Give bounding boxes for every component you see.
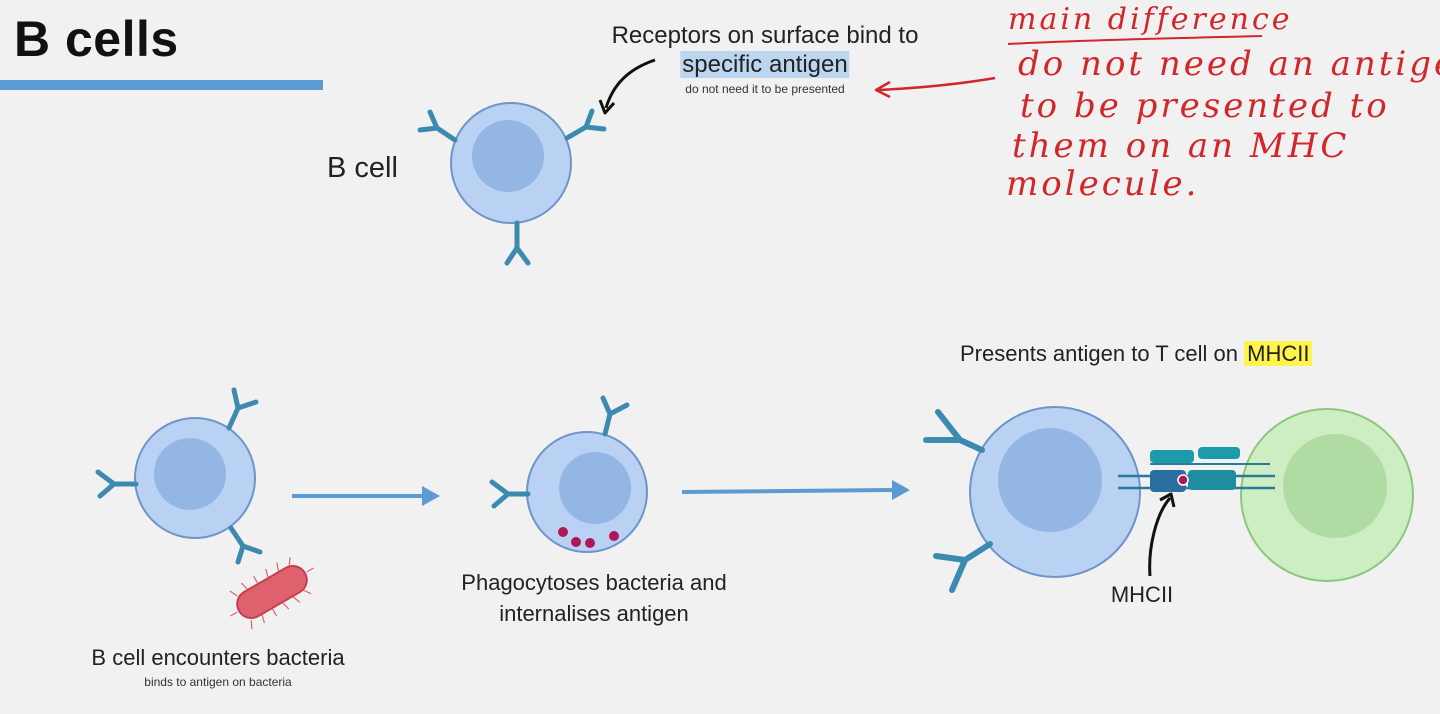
note-line-3: them on an MHC <box>1012 126 1350 166</box>
step1-receptor-bottom <box>228 525 263 565</box>
title-underline <box>0 80 323 90</box>
annotation-arrow <box>877 76 996 92</box>
receptor-text-line1: Receptors on surface bind to <box>611 22 919 49</box>
top-receptor-right <box>564 108 607 141</box>
step2-caption-line2: internalises antigen <box>499 601 689 626</box>
mhcii-tcr-complex <box>1118 447 1275 492</box>
step1-subcaption: binds to antigen on bacteria <box>144 675 292 689</box>
step1-receptor-left <box>95 469 139 499</box>
internalised-antigen <box>558 527 619 548</box>
top-cell-label: B cell <box>327 152 398 184</box>
mhcii-pointer-arrow <box>1148 497 1172 577</box>
step3-caption: Presents antigen to T cell on MHCII <box>960 341 1313 367</box>
step3-receptor-bottom <box>933 541 993 593</box>
step2-receptor-top <box>600 395 630 437</box>
step2-b-cell <box>526 431 648 553</box>
page-title: B cells <box>14 11 179 67</box>
top-receptor-left <box>417 109 458 143</box>
step3-caption-highlight: MHCII <box>1244 341 1313 366</box>
t-cell <box>1240 408 1414 582</box>
step1-receptor-top <box>226 387 259 431</box>
step2-receptor-left <box>489 479 531 509</box>
annotation-underline <box>1007 35 1263 45</box>
step3-receptor-top <box>923 409 985 453</box>
bacteria <box>229 557 314 630</box>
step1-b-cell <box>134 417 256 539</box>
step3-caption-prefix: Presents antigen to T cell on <box>960 341 1245 366</box>
flow-arrow-2 <box>681 488 897 494</box>
note-line-2: to be presented to <box>1020 86 1390 126</box>
note-line-1: do not need an antigen <box>1018 44 1440 84</box>
receptor-pointer-arrow <box>604 58 656 109</box>
receptor-subtext: do not need it to be presented <box>685 82 845 96</box>
mhcii-label: MHCII <box>1110 582 1174 607</box>
receptor-text-line2: specific antigen <box>680 51 850 78</box>
note-line-4: molecule. <box>1006 164 1200 204</box>
step3-b-cell <box>969 406 1141 578</box>
step2-caption-line1: Phagocytoses bacteria and <box>461 570 727 595</box>
top-receptor-bottom <box>504 220 531 266</box>
note-heading: main difference <box>1008 2 1293 37</box>
step1-caption: B cell encounters bacteria <box>91 645 345 670</box>
top-b-cell <box>450 102 572 224</box>
